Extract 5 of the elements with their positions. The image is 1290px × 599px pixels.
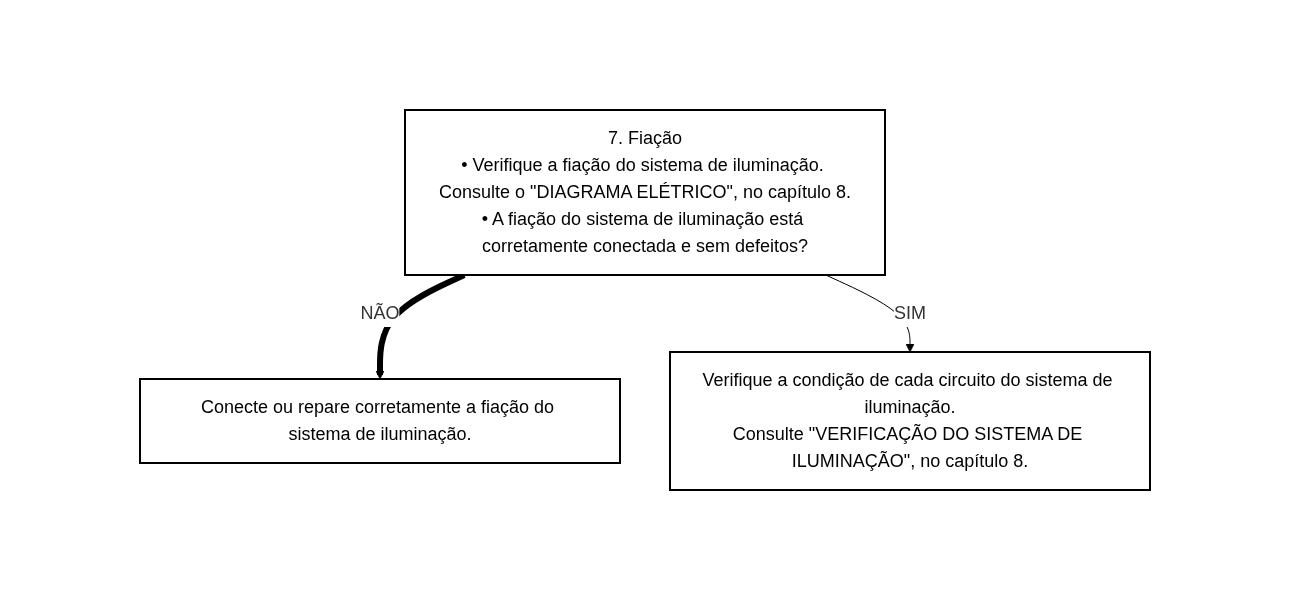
edge-label: SIM — [893, 302, 927, 323]
node-box: Verifique a condição de cada circuito do sistema de iluminação. Consulte "VERIFICAÇÃO DO SISTEMA DE ILUMINAÇÃO", no capítulo 8. — [669, 350, 1151, 491]
edge-label: NÃO — [360, 302, 400, 323]
node-box: Conecte ou repare corretamente a fiação do sistema de iluminação. — [139, 377, 621, 464]
node-box: 7. Fiação • Verifique a fiação do sistema de iluminação. Consulte o "DIAGRAMA ELÉTRICO", no capítulo 8. • A fiação do sistema de iluminação está corretamente conectada e sem defeitos? — [404, 108, 886, 276]
